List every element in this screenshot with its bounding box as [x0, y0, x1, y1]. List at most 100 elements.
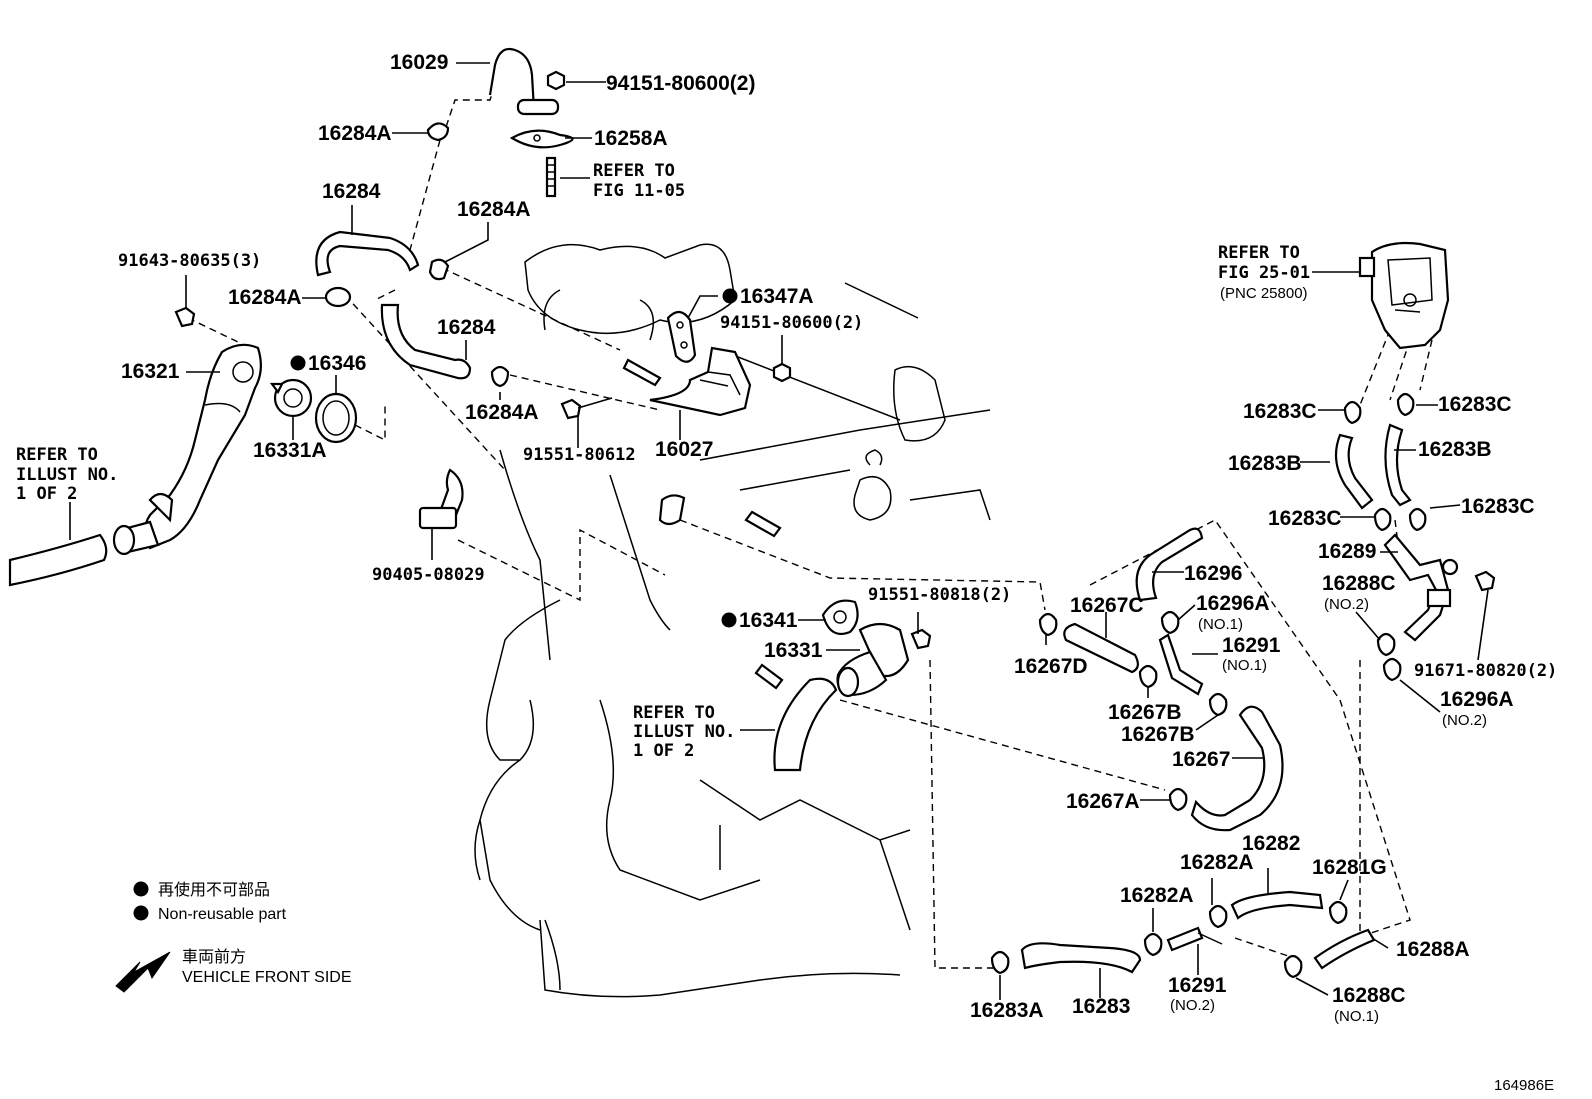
- part-small-pipe: [754, 663, 784, 690]
- part-16321-water-inlet: [112, 343, 262, 556]
- label-16283: 16283: [1072, 995, 1130, 1018]
- label-refer-illust-left-line3: 1 OF 2: [16, 484, 77, 504]
- part-labels: 16029 94151-80600(2) 16284A 16258A REFER…: [16, 51, 1557, 1025]
- label-91671-80820: 91671-80820(2): [1414, 661, 1557, 681]
- part-16283B-hose-b: [1384, 423, 1412, 507]
- label-16282: 16282: [1242, 832, 1300, 855]
- figure-number: 164986E: [1494, 1077, 1554, 1094]
- part-16331A-thermostat: [269, 378, 313, 418]
- part-16291-pipe-no2: [1166, 926, 1223, 952]
- non-reusable-dot-16347A: [722, 288, 738, 304]
- part-16029-pipe: [488, 47, 560, 116]
- part-16282A-clamp-a: [1143, 932, 1163, 957]
- label-16283C-c: 16283C: [1268, 507, 1342, 530]
- part-16283B-hose-a: [1334, 433, 1374, 510]
- engine-block-outline: [474, 243, 991, 998]
- label-refer-fig2501-line3: (PNC 25800): [1220, 285, 1308, 302]
- label-91643-80635: 91643-80635(3): [118, 251, 261, 271]
- label-91551-80818: 91551-80818(2): [868, 585, 1011, 605]
- label-16288C-no1: 16288C: [1332, 984, 1406, 1007]
- label-16283A: 16283A: [970, 999, 1044, 1022]
- label-16267B-a: 16267B: [1108, 701, 1182, 724]
- label-16283C-a: 16283C: [1243, 400, 1317, 423]
- label-refer-illust-mid-line3: 1 OF 2: [633, 741, 694, 761]
- part-pipe-segment: [622, 358, 782, 538]
- label-16281G: 16281G: [1312, 856, 1387, 879]
- label-16267: 16267: [1172, 748, 1230, 771]
- part-16283C-clamp-d: [1408, 507, 1427, 532]
- part-16282-hose: [1230, 890, 1324, 920]
- part-16281G-clamp: [1328, 900, 1348, 925]
- part-middle-radiator-hose: [773, 677, 838, 772]
- label-16347A: 16347A: [740, 285, 814, 308]
- label-refer-illust-mid-line2: ILLUST NO.: [633, 722, 735, 742]
- part-16267B-clamp-b: [1208, 692, 1228, 717]
- non-reusable-markers: [290, 288, 738, 628]
- label-16331: 16331: [764, 639, 823, 662]
- part-16288C-clamp-no2: [1376, 632, 1396, 657]
- label-16267A: 16267A: [1066, 790, 1140, 813]
- label-16284A-low: 16284A: [465, 401, 539, 424]
- dashed-connections: [187, 84, 1433, 969]
- part-16284A-clamp-left: [324, 286, 352, 308]
- label-16331A: 16331A: [253, 439, 327, 462]
- label-16283C-d: 16283C: [1461, 495, 1535, 518]
- label-16258A: 16258A: [594, 127, 668, 150]
- label-16291-no2: 16291: [1168, 974, 1227, 997]
- legend-front-jp: 車両前方: [182, 948, 246, 966]
- part-16347A-gasket: [666, 310, 697, 363]
- label-refer-fig2501-line1: REFER TO: [1218, 243, 1300, 263]
- part-16027-pipe: [649, 346, 752, 417]
- part-16283-hose: [1020, 942, 1142, 974]
- part-91551-bolt-a: [560, 397, 613, 420]
- part-16341-gasket: [821, 599, 859, 636]
- label-16284-upper: 16284: [322, 180, 381, 203]
- label-16346: 16346: [308, 352, 366, 375]
- part-91671-bolt: [1474, 570, 1496, 592]
- part-16284A-clamp-mid: [428, 258, 450, 281]
- label-16284A-mid: 16284A: [457, 198, 531, 221]
- part-16284-hose-upper: [315, 230, 420, 277]
- part-16291-pipe-no1: [1158, 633, 1204, 696]
- label-16267B-b: 16267B: [1121, 723, 1195, 746]
- legend-front-en: VEHICLE FRONT SIDE: [182, 969, 352, 986]
- label-16296: 16296: [1184, 562, 1242, 585]
- part-91551-bolt-b: [910, 628, 932, 650]
- part-16284-hose-lower: [380, 303, 472, 380]
- part-16283C-clamp-a: [1343, 400, 1362, 425]
- label-16341: 16341: [739, 609, 798, 632]
- part-16283C-clamp-c: [1373, 507, 1392, 532]
- part-16267D-clamp: [1038, 612, 1058, 637]
- label-16296A-no1: 16296A: [1196, 592, 1270, 615]
- label-refer-fig1105-line1: REFER TO: [593, 161, 675, 181]
- legend-dot-en: [133, 905, 149, 921]
- part-16267-hose: [1190, 705, 1284, 832]
- legend-nonreusable-jp: 再使用不可部品: [158, 881, 270, 899]
- legend: 再使用不可部品 Non-reusable part 車両前方 VEHICLE F…: [115, 881, 352, 993]
- non-reusable-dot-16341: [721, 612, 737, 628]
- part-heater-unit: [1358, 241, 1450, 350]
- part-16267B-clamp-a: [1138, 664, 1158, 689]
- label-16283C-b: 16283C: [1438, 393, 1512, 416]
- label-16291-no1: 16291: [1222, 634, 1281, 657]
- label-91551-80612: 91551-80612: [523, 445, 636, 465]
- part-94151-nut-top: [546, 70, 566, 91]
- part-16296A-clamp-no1: [1160, 610, 1180, 635]
- label-16288A: 16288A: [1396, 938, 1470, 961]
- part-left-radiator-hose: [8, 533, 108, 587]
- label-refer-illust-left-line2: ILLUST NO.: [16, 465, 118, 485]
- label-16267D: 16267D: [1014, 655, 1088, 678]
- part-16283C-clamp-b: [1396, 392, 1415, 417]
- label-16284A-left: 16284A: [228, 286, 302, 309]
- label-16284A-top: 16284A: [318, 122, 392, 145]
- label-16282A-b: 16282A: [1120, 884, 1194, 907]
- part-91643-bolt: [174, 306, 196, 328]
- part-90405-valve: [418, 468, 464, 530]
- vehicle-front-arrow-icon: [115, 951, 171, 993]
- label-16288C-no2-sub: (NO.2): [1324, 596, 1369, 613]
- label-16288C-no2: 16288C: [1322, 572, 1396, 595]
- label-16282A-a: 16282A: [1180, 851, 1254, 874]
- leader-lines: [69, 62, 1489, 1000]
- label-16283B-a: 16283B: [1228, 452, 1302, 475]
